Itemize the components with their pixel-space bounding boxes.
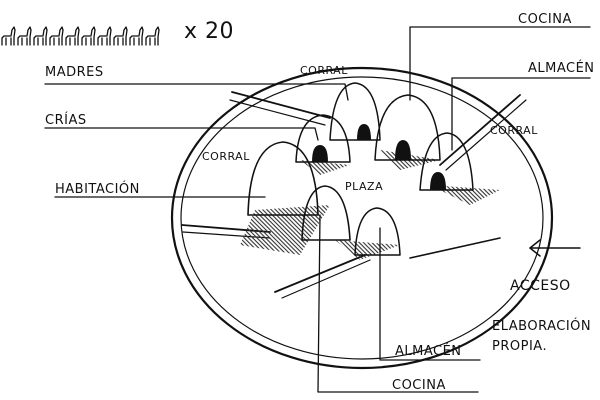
label-crias: CRÍAS	[45, 112, 87, 128]
multiplier-label: x 20	[184, 19, 234, 44]
llama-icon	[146, 27, 159, 45]
label-madres: MADRES	[45, 65, 104, 80]
label-almacen-top: ALMACÉN	[528, 60, 595, 76]
label-corral-left: CORRAL	[202, 150, 250, 163]
hut-cocina-top	[375, 95, 440, 160]
llama-icon	[18, 27, 31, 45]
llama-icon	[82, 27, 95, 45]
llama-herd-icons	[2, 27, 159, 45]
label-habitacion: HABITACIÓN	[55, 181, 140, 197]
label-corral-right: CORRAL	[490, 124, 538, 137]
label-acceso: ACCESO	[510, 278, 571, 294]
llama-icon	[98, 27, 111, 45]
hut-corral-top	[330, 83, 380, 140]
llama-icon	[66, 27, 79, 45]
credit-line-2: PROPIA.	[492, 339, 547, 354]
label-cocina-bottom: COCINA	[392, 378, 446, 393]
llama-icon	[2, 27, 15, 45]
llama-icon	[130, 27, 143, 45]
access-arrow-icon	[530, 240, 580, 256]
llama-icon	[114, 27, 127, 45]
llama-icon	[34, 27, 47, 45]
label-almacen-bottom: ALMACÉN	[395, 343, 462, 359]
label-corral-top: CORRAL	[300, 64, 348, 77]
shadows	[240, 150, 500, 260]
label-plaza: PLAZA	[345, 180, 383, 193]
label-cocina-top: COCINA	[518, 12, 572, 27]
llama-icon	[50, 27, 63, 45]
credit-line-1: ELABORACIÓN	[492, 318, 591, 334]
